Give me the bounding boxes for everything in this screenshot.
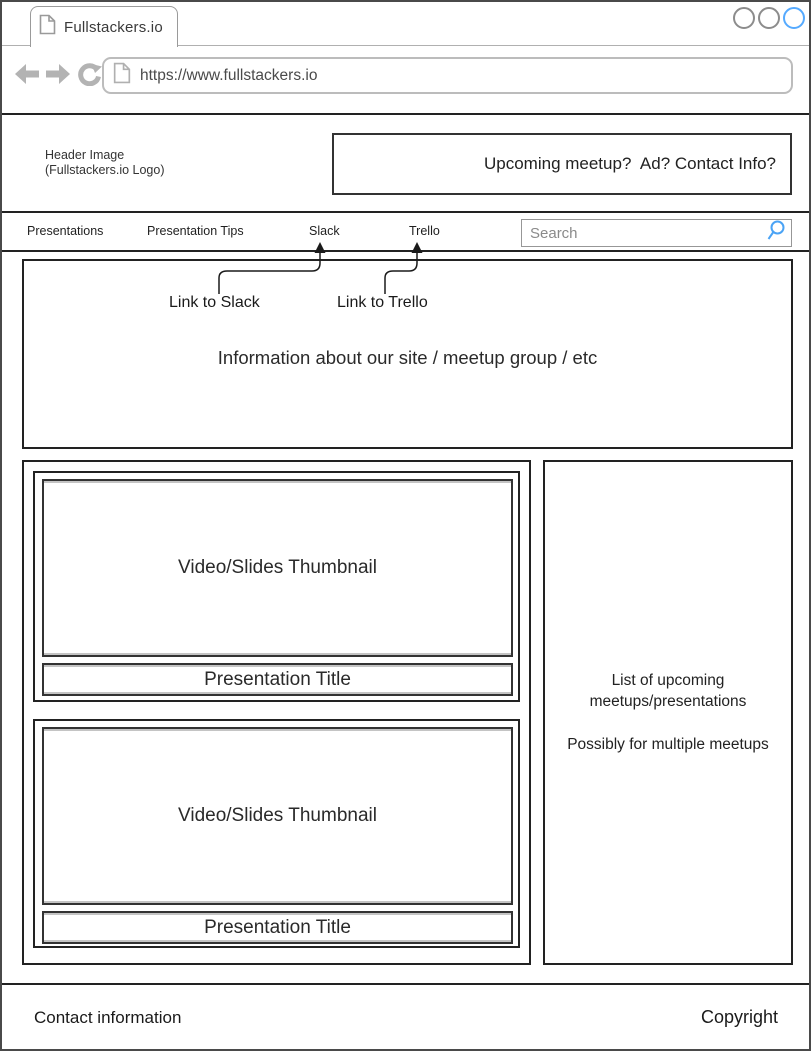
presentations-column: Video/Slides Thumbnail Presentation Titl… xyxy=(22,460,531,965)
site-nav: Presentations Presentation Tips Slack Tr… xyxy=(2,213,809,252)
window-control-2[interactable] xyxy=(758,7,780,29)
browser-tab[interactable]: Fullstackers.io xyxy=(30,6,178,47)
page-icon xyxy=(113,62,131,89)
sidebar-heading-line2: meetups/presentations xyxy=(589,693,747,710)
presentation-title: Presentation Title xyxy=(204,668,351,690)
annotation-link-to-slack: Link to Slack xyxy=(169,294,260,311)
nav-item-presentation-tips[interactable]: Presentation Tips xyxy=(147,224,244,238)
page-icon xyxy=(39,14,56,40)
sidebar-heading-line1: List of upcoming xyxy=(611,672,725,689)
header-logo-line2: (Fullstackers.io Logo) xyxy=(45,163,165,177)
header-banner-text: Upcoming meetup? Ad? Contact Info? xyxy=(483,154,776,173)
presentation-title-bar[interactable]: Presentation Title xyxy=(42,911,513,944)
presentation-title: Presentation Title xyxy=(204,916,351,938)
thumbnail-label: Video/Slides Thumbnail xyxy=(178,557,377,578)
browser-tab-bar: Fullstackers.io xyxy=(2,2,809,47)
video-thumbnail[interactable]: Video/Slides Thumbnail xyxy=(42,727,513,905)
window-control-1[interactable] xyxy=(733,7,755,29)
annotation-link-to-trello: Link to Trello xyxy=(337,294,428,311)
header-banner-box[interactable]: Upcoming meetup? Ad? Contact Info? xyxy=(332,133,792,195)
browser-address-bar-row: https://www.fullstackers.io xyxy=(2,47,809,113)
refresh-button-icon[interactable] xyxy=(76,61,102,91)
intro-box: Link to Slack Link to Trello Information… xyxy=(22,259,793,449)
video-thumbnail[interactable]: Video/Slides Thumbnail xyxy=(42,479,513,657)
nav-item-slack[interactable]: Slack xyxy=(309,224,340,238)
search-icon[interactable] xyxy=(766,220,786,246)
footer-copyright: Copyright xyxy=(700,1007,778,1027)
window-control-3[interactable] xyxy=(783,7,805,29)
url-bar[interactable]: https://www.fullstackers.io xyxy=(102,57,793,94)
site-footer: Contact information Copyright xyxy=(2,983,809,1049)
thumbnail-label: Video/Slides Thumbnail xyxy=(178,805,377,826)
presentation-title-bar[interactable]: Presentation Title xyxy=(42,663,513,696)
back-button-icon[interactable] xyxy=(14,63,40,90)
browser-nav-buttons xyxy=(14,61,102,91)
nav-item-trello[interactable]: Trello xyxy=(409,224,440,238)
forward-button-icon[interactable] xyxy=(45,63,71,90)
header-logo-placeholder: Header Image (Fullstackers.io Logo) xyxy=(45,148,165,178)
search-box[interactable] xyxy=(521,219,792,247)
intro-text: Information about our site / meetup grou… xyxy=(217,347,598,368)
upcoming-meetups-sidebar: List of upcoming meetups/presentations P… xyxy=(543,460,793,965)
site-header: Header Image (Fullstackers.io Logo) Upco… xyxy=(2,113,809,213)
nav-item-presentations[interactable]: Presentations xyxy=(27,224,104,238)
search-input[interactable] xyxy=(522,224,766,242)
header-logo-line1: Header Image xyxy=(45,148,125,162)
url-text: https://www.fullstackers.io xyxy=(140,66,318,84)
tab-title: Fullstackers.io xyxy=(64,18,163,36)
presentation-card: Video/Slides Thumbnail Presentation Titl… xyxy=(33,719,520,948)
presentation-card: Video/Slides Thumbnail Presentation Titl… xyxy=(33,471,520,702)
sidebar-note: Possibly for multiple meetups xyxy=(567,736,769,753)
window-controls xyxy=(733,7,805,29)
footer-contact[interactable]: Contact information xyxy=(34,1008,182,1027)
